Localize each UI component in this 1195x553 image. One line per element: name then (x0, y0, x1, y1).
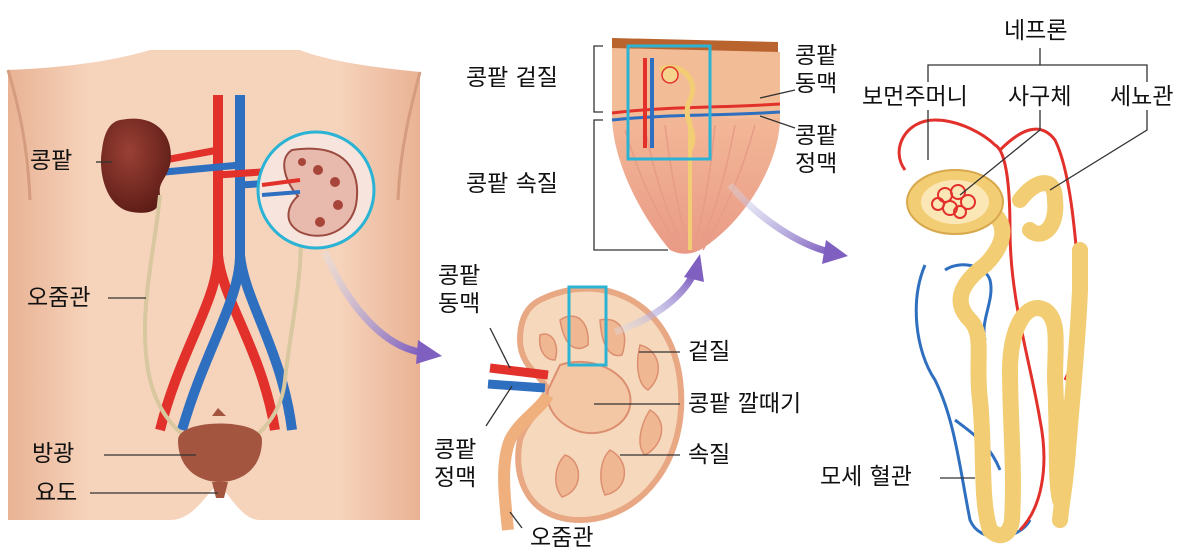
label-renal-artery-line2: 동맥 (438, 291, 481, 317)
tissue-wedge (611, 38, 781, 254)
label-cortex: 겉질 (688, 339, 731, 365)
label-tissue-vein: 콩팥 정맥 (795, 122, 837, 178)
tissue-leader-lines (593, 45, 796, 251)
label-kidney: 콩팥 (30, 148, 73, 174)
label-renal-pelvis: 콩팥 깔때기 (688, 391, 802, 417)
kidney-section (487, 285, 685, 531)
nephron-illustration (897, 118, 1088, 544)
label-renal-medulla: 콩팥 속질 (466, 171, 558, 197)
label-capillary: 모세 혈관 (820, 464, 912, 490)
zoom-arrow-2 (613, 254, 704, 336)
great-vessels (155, 95, 297, 432)
zoom-arrow-1 (321, 250, 442, 364)
label-kidney-ureter: 오줌관 (530, 525, 594, 551)
label-tissue-artery-line1: 콩팥 (795, 43, 838, 69)
ureters (142, 194, 303, 442)
label-tissue-artery: 콩팥 동맥 (795, 42, 837, 98)
label-nephron: 네프론 (1004, 18, 1068, 44)
label-bladder: 방광 (32, 441, 75, 467)
label-renal-vein-line1: 콩팥 (434, 437, 477, 463)
label-ureter: 오줌관 (27, 285, 91, 311)
label-bowman-capsule: 보먼주머니 (862, 84, 968, 110)
label-urethra: 요도 (35, 480, 78, 506)
label-tissue-vein-line1: 콩팥 (795, 123, 838, 149)
label-glomerulus: 사구체 (1008, 84, 1072, 110)
kidney-left (100, 118, 171, 213)
label-renal-tubule: 세뇨관 (1110, 84, 1174, 110)
label-renal-artery: 콩팥 동맥 (438, 262, 480, 318)
body-leader-lines (90, 161, 218, 494)
zoom-arrow-3 (727, 182, 848, 264)
label-renal-vein: 콩팥 정맥 (434, 436, 476, 492)
zoom-circle (256, 130, 376, 250)
nephron-leader-lines (927, 48, 1148, 479)
label-renal-cortex: 콩팥 겉질 (466, 65, 558, 91)
bladder (178, 408, 262, 498)
label-renal-vein-line2: 정맥 (434, 465, 477, 491)
kidney-leader-lines (485, 327, 680, 529)
label-renal-artery-line1: 콩팥 (438, 263, 481, 289)
label-tissue-vein-line2: 정맥 (795, 151, 838, 177)
label-tissue-artery-line2: 동맥 (795, 71, 838, 97)
label-medulla: 속질 (688, 442, 731, 468)
